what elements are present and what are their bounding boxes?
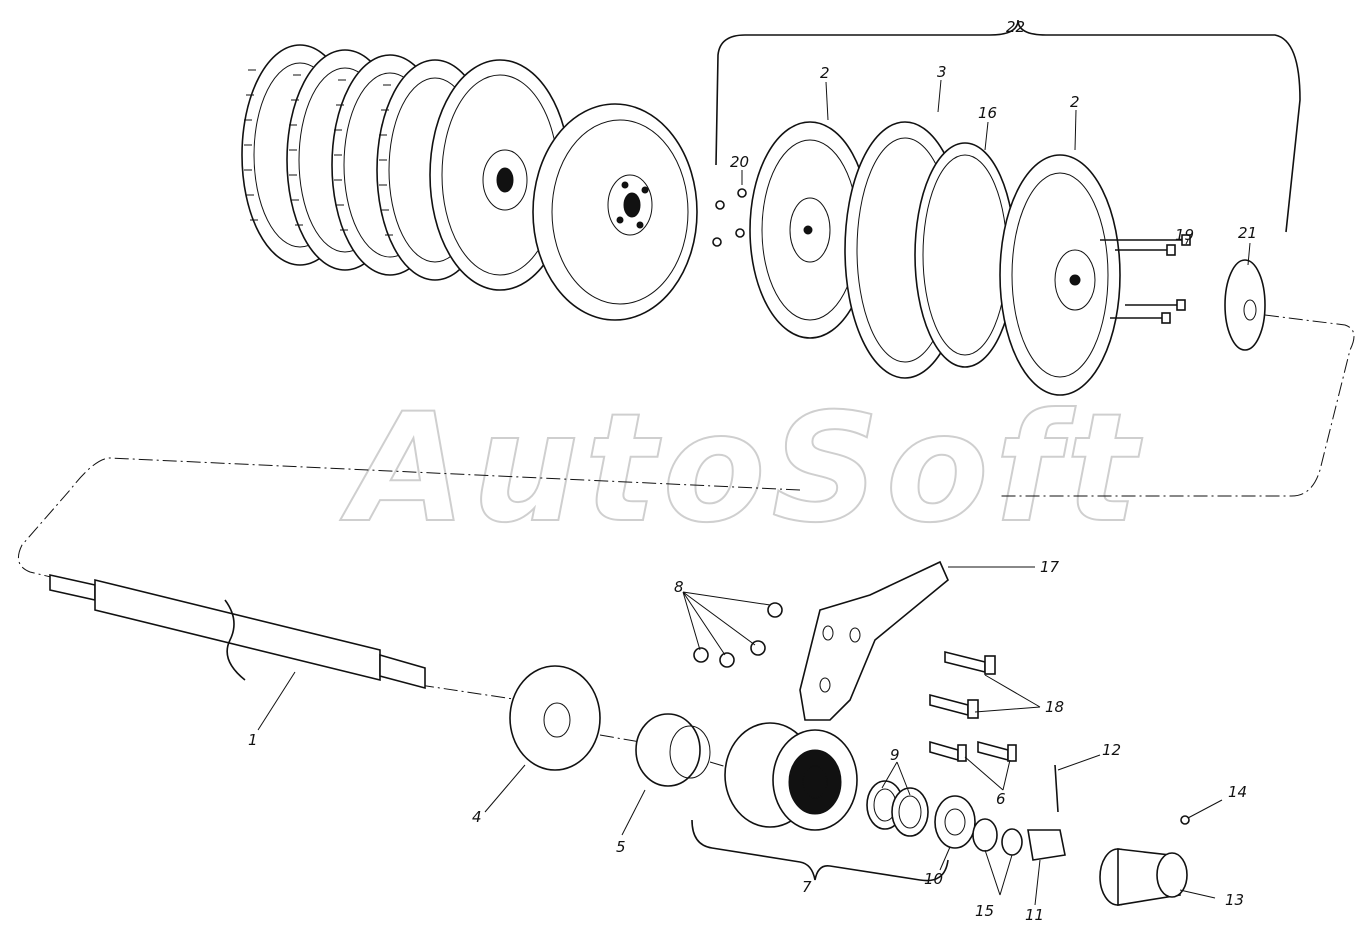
nuts-8 [693,602,783,668]
watermark: AutoSoft [340,382,1144,556]
callout-9: 9 [890,746,900,764]
bracket-22 [715,19,1301,233]
pin-12 [1054,764,1059,813]
bolts-19 [1100,234,1191,324]
bracket-17 [799,560,949,721]
bearing-10 [934,795,976,849]
washer-21 [1224,259,1266,351]
callout-2-left: 2 [820,64,830,82]
callout-13: 13 [1225,891,1244,909]
callout-18: 18 [1045,698,1064,716]
callout-8: 8 [674,578,684,596]
callout-1: 1 [248,731,258,749]
nipple-14 [1180,815,1190,825]
nut-11 [1027,829,1066,861]
callout-19: 19 [1175,226,1194,244]
roller-7 [724,722,858,831]
leader-lines [257,79,1251,906]
rim-half-right [999,154,1121,396]
washer-4 [509,665,601,771]
bracket-7 [691,819,949,882]
callout-4: 4 [472,808,482,826]
callout-10: 10 [924,870,943,888]
nuts-20 [712,188,747,247]
callout-15: 15 [975,902,994,920]
callout-6: 6 [996,790,1006,808]
callout-22: 22 [1006,18,1025,36]
callout-12: 12 [1102,741,1121,759]
cap-13 [1099,848,1188,906]
callout-2-right: 2 [1070,93,1080,111]
bushing-5 [635,713,711,787]
callout-14: 14 [1228,783,1247,801]
callout-21: 21 [1238,224,1257,242]
front-wheel [532,103,698,321]
callout-16: 16 [978,104,997,122]
callout-17: 17 [1040,558,1060,576]
rings-9 [866,780,929,837]
callout-7: 7 [802,878,812,896]
bolts-18 [929,650,1017,762]
callout-5: 5 [616,838,626,856]
wheel-stack [241,44,571,291]
washers-15 [972,818,1023,856]
callout-3: 3 [937,63,947,81]
assembly-axis [17,314,1355,579]
shaft-1 [49,574,426,690]
callout-20: 20 [730,153,749,171]
callout-11: 11 [1025,906,1044,924]
